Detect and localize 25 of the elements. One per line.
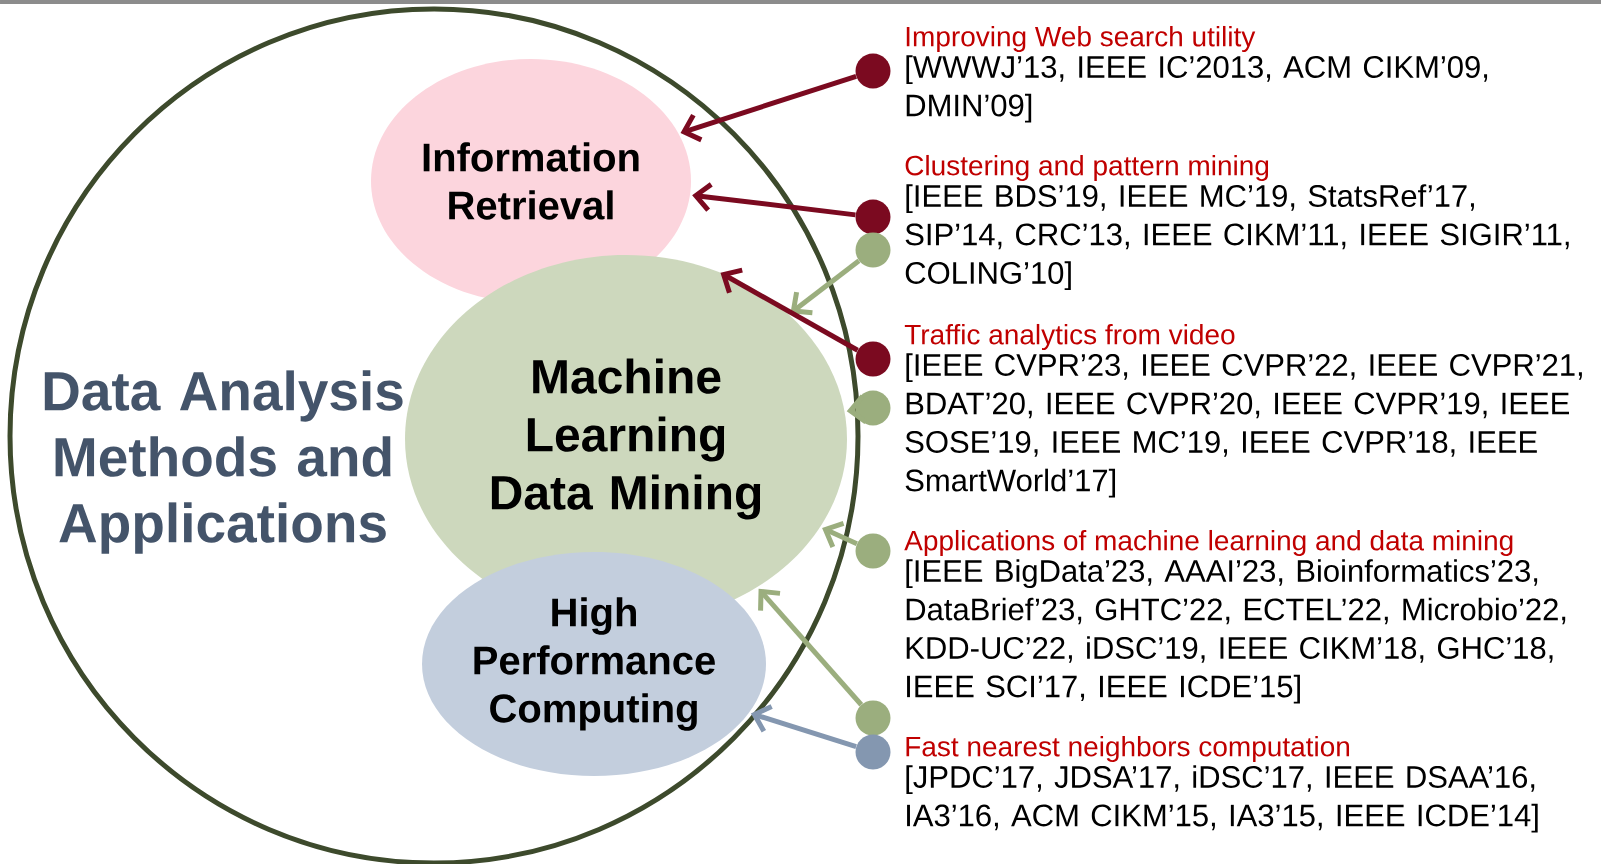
section-title: Applications of machine learning and data mining — [904, 529, 1513, 557]
dot — [855, 341, 891, 377]
reference-list: [JPDC’17, JDSA’17, iDSC’17, IEEE DSAA’16, IA3’16, ACM CIKM’15, IA3’15, IEEE ICDE’14] — [906, 765, 1538, 833]
reference-list: [IEEE CVPR’23, IEEE CVPR’22, IEEE CVPR’21, BDAT’20, IEEE CVPR’20, IEEE CVPR’19, IEEE SOSE’19, IEEE MC’19, IEEE CVPR’18, IEEE SmartWorld’17] — [905, 353, 1582, 498]
dot — [855, 199, 891, 235]
section-title: Traffic analytics from video — [904, 323, 1235, 351]
arrow — [758, 588, 864, 707]
reference-list: [IEEE BDS’19, IEEE MC’19, StatsRef’17, SIP’14, CRC’13, IEEE CIKM’11, IEEE SIGIR’11, COLING’10] — [905, 184, 1569, 291]
arrow — [750, 704, 857, 750]
reference-list: [IEEE BigData’23, AAAI’23, Bioinformatics’23, DataBrief’23, GHTC’22, ECTEL’22, Microbio’22, KDD-UC’22, iDSC’19, IEEE CIKM’18, GHC’18, IEEE SCI’17, IEEE ICDE’15] — [906, 559, 1566, 704]
dot — [855, 533, 891, 569]
reference-list: [WWWJ’13, IEEE IC’2013, ACM CIKM’09, DMIN’09] — [906, 55, 1488, 123]
dot — [855, 390, 891, 426]
arrow — [790, 258, 861, 316]
section-title: Clustering and pattern mining — [905, 154, 1269, 182]
dot — [855, 734, 891, 770]
circle-title: Data Analysis Methods and Applications — [44, 370, 403, 554]
section-title: Fast nearest neighbors computation — [906, 735, 1349, 763]
arrow — [680, 74, 857, 143]
section-title: Improving Web search utility — [906, 25, 1256, 53]
dot — [855, 700, 891, 736]
dot — [855, 53, 891, 89]
arrow — [822, 521, 858, 548]
dot — [855, 232, 891, 268]
arrow — [692, 182, 856, 218]
